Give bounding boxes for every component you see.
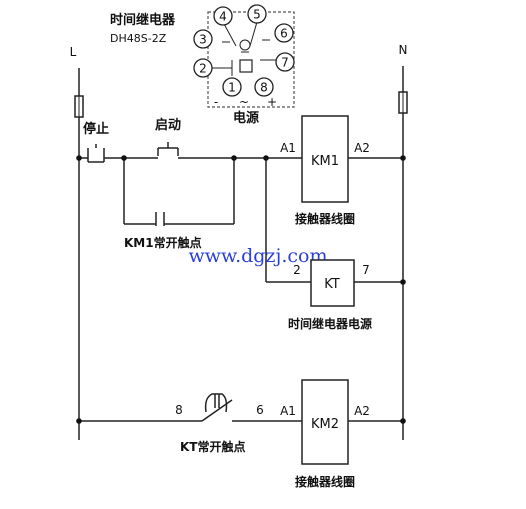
left-rail: [74, 68, 84, 440]
right-rail: [398, 66, 408, 440]
polarity-ac: ~: [239, 95, 249, 109]
pin-5: 5: [247, 4, 267, 24]
junction-dot: [76, 418, 82, 424]
rail-label-n: N: [399, 43, 408, 57]
pin-3: 3: [193, 29, 213, 49]
kt-coil: KT: [310, 259, 355, 307]
pin-7: 7: [275, 52, 295, 72]
km1-coil: KM1: [301, 115, 349, 203]
junction-dot: [263, 155, 269, 161]
pin-2: 2: [193, 58, 213, 78]
pin-4: 4: [213, 6, 233, 26]
svg-text:8: 8: [260, 81, 268, 95]
power-caption: 电源: [233, 110, 259, 126]
km2-coil-caption: 接触器线圈: [295, 474, 355, 489]
kt-caption: 时间继电器电源: [288, 316, 372, 331]
relay-title: 时间继电器: [110, 12, 176, 28]
svg-text:3: 3: [199, 33, 207, 47]
svg-text:2: 2: [199, 62, 207, 76]
kt-contact-label: KT常开触点: [180, 439, 246, 454]
svg-text:1: 1: [228, 81, 236, 95]
pin-6: 6: [274, 23, 294, 43]
km1-contact-label: KM1常开触点: [124, 235, 202, 250]
kt-name: KT: [324, 277, 340, 292]
svg-text:6: 6: [280, 27, 288, 41]
watermark-text: www.dgzj.com: [189, 245, 328, 267]
rung-2: [79, 393, 403, 422]
kt-contact-pin-8: 8: [175, 403, 183, 417]
km2-name: KM2: [311, 417, 339, 432]
relay-socket: 时间继电器 DH48S-2Z 3 4 5 6: [110, 4, 295, 126]
relay-model: DH48S-2Z: [110, 32, 167, 45]
junction-dot: [400, 418, 406, 424]
km1-name: KM1: [311, 154, 339, 169]
junction-dot: [76, 155, 82, 161]
relay-coil-symbol: [239, 59, 253, 73]
start-button-label: 启动: [155, 117, 181, 133]
km2-a1: A1: [280, 404, 296, 418]
stop-button-label: 停止: [83, 121, 109, 137]
polarity-plus: +: [267, 95, 277, 109]
junction-dot: [231, 155, 237, 161]
svg-text:5: 5: [253, 8, 261, 22]
km1-a1: A1: [280, 141, 296, 155]
junction-dot: [400, 279, 406, 285]
socket-wire: [249, 21, 258, 47]
rung-1: [79, 142, 403, 283]
pin-1: 1: [222, 77, 242, 97]
socket-wire: [222, 21, 237, 47]
svg-text:4: 4: [219, 10, 227, 24]
polarity-minus: -: [214, 95, 218, 109]
km1-coil-caption: 接触器线圈: [295, 211, 355, 226]
lamp-icon: [239, 39, 251, 51]
junction-dot: [121, 155, 127, 161]
rail-label-l: L: [70, 45, 77, 59]
kt-contact-pin-6: 6: [256, 403, 264, 417]
km2-a2: A2: [354, 404, 370, 418]
kt-pin-2: 2: [293, 263, 301, 277]
km2-coil: KM2: [301, 379, 349, 465]
svg-text:7: 7: [281, 56, 289, 70]
pin-8: 8: [254, 77, 274, 97]
km1-a2: A2: [354, 141, 370, 155]
junction-dot: [400, 155, 406, 161]
kt-pin-7: 7: [362, 263, 370, 277]
